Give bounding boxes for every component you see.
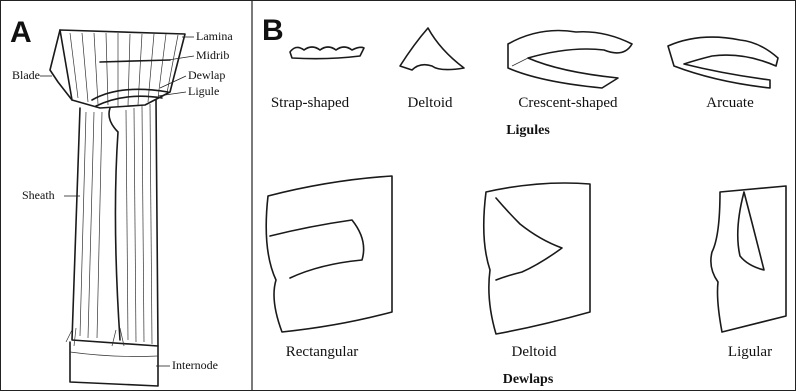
- dewlap-rectangular: [266, 176, 392, 332]
- node-ring: [70, 352, 158, 357]
- label-ligule: Ligule: [188, 84, 219, 98]
- dewlap-ligular: [711, 186, 786, 332]
- dewlap-label-ligular: Ligular: [728, 344, 772, 360]
- dewlap-label-deltoid: Deltoid: [512, 344, 557, 360]
- panel-a-letter: A: [10, 16, 32, 49]
- dewlap-rect-band: [270, 220, 364, 278]
- panel-a: A: [10, 16, 233, 386]
- ligule-label-arcuate: Arcuate: [706, 95, 754, 111]
- ligule-label-deltoid: Deltoid: [408, 95, 453, 111]
- lamina-shape: [60, 30, 185, 108]
- label-dewlap: Dewlap: [188, 68, 225, 82]
- panel-b: B Strap-shaped Deltoid Crescent-shaped A…: [262, 14, 786, 387]
- lamina-hatching: [70, 33, 178, 106]
- ligule-label-crescent-shaped: Crescent-shaped: [518, 95, 618, 111]
- sheath-fold: [109, 108, 120, 340]
- label-internode: Internode: [172, 358, 218, 372]
- ligule-crescent-shaped: [508, 31, 632, 89]
- ligule-arcuate: [668, 37, 778, 88]
- ligule-strap-shaped: [290, 47, 364, 59]
- dewlap-label-rectangular: Rectangular: [286, 344, 358, 360]
- ligule-deltoid-shape: [400, 28, 464, 70]
- dewlap-deltoid-band: [496, 198, 562, 280]
- ligule-arcuate-shape: [668, 37, 778, 88]
- ligule-deltoid: [400, 28, 464, 70]
- midrib-line: [100, 60, 170, 62]
- label-blade: Blade: [12, 68, 40, 82]
- ligule-label-strap-shaped: Strap-shaped: [271, 95, 350, 111]
- dewlaps-group-title: Dewlaps: [503, 372, 554, 387]
- ligule-crescent-shape: [508, 31, 632, 89]
- dewlap-ligular-band: [738, 192, 764, 270]
- ligule-strap-shape: [290, 47, 364, 59]
- stalk-illustration: [50, 30, 185, 386]
- label-lamina: Lamina: [196, 29, 233, 43]
- internode-shape: [70, 342, 158, 386]
- dewlap-deltoid-sheath: [484, 183, 590, 334]
- label-midrib: Midrib: [196, 48, 229, 62]
- dewlap-deltoid: [484, 183, 590, 334]
- label-sheath: Sheath: [22, 188, 55, 202]
- ligules-group-title: Ligules: [506, 123, 550, 138]
- panel-b-letter: B: [262, 14, 284, 47]
- dewlap-rect-sheath: [266, 176, 392, 332]
